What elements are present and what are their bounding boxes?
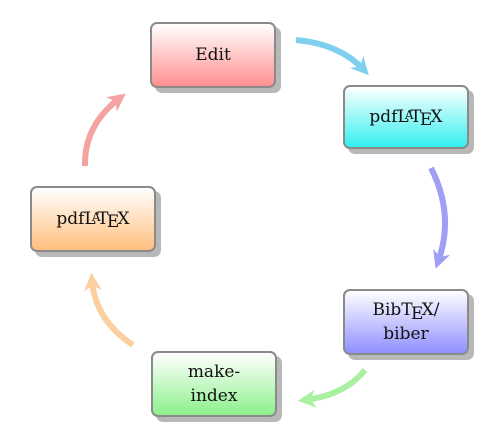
- arrow-pdflatex-to-bibtex: [428, 166, 451, 269]
- node-pdflatex-1: pdfLATEX: [343, 85, 469, 149]
- arrow-edit-to-pdflatex: [295, 37, 369, 76]
- node-pdflatex-2-label: pdfLATEX: [56, 208, 130, 233]
- node-bibtex-label-line1: BibTEX/: [372, 300, 440, 324]
- arrow-pdflatex-to-edit: [81, 93, 126, 167]
- node-pdflatex-1-label: pdfLATEX: [369, 106, 443, 131]
- arrow-bibtex-to-makeindex: [297, 368, 368, 408]
- node-makeindex: make- index: [151, 351, 277, 417]
- node-bibtex-label-line2: biber: [383, 324, 429, 344]
- node-bibtex-biber: BibTEX/ biber: [343, 289, 469, 355]
- node-edit-label: Edit: [195, 45, 231, 65]
- node-makeindex-label-line2: index: [190, 386, 238, 406]
- arrow-makeindex-to-pdflatex: [83, 272, 135, 348]
- node-pdflatex-2: pdfLATEX: [30, 186, 156, 252]
- node-makeindex-label-line1: make-: [187, 362, 241, 382]
- node-edit: Edit: [150, 22, 276, 88]
